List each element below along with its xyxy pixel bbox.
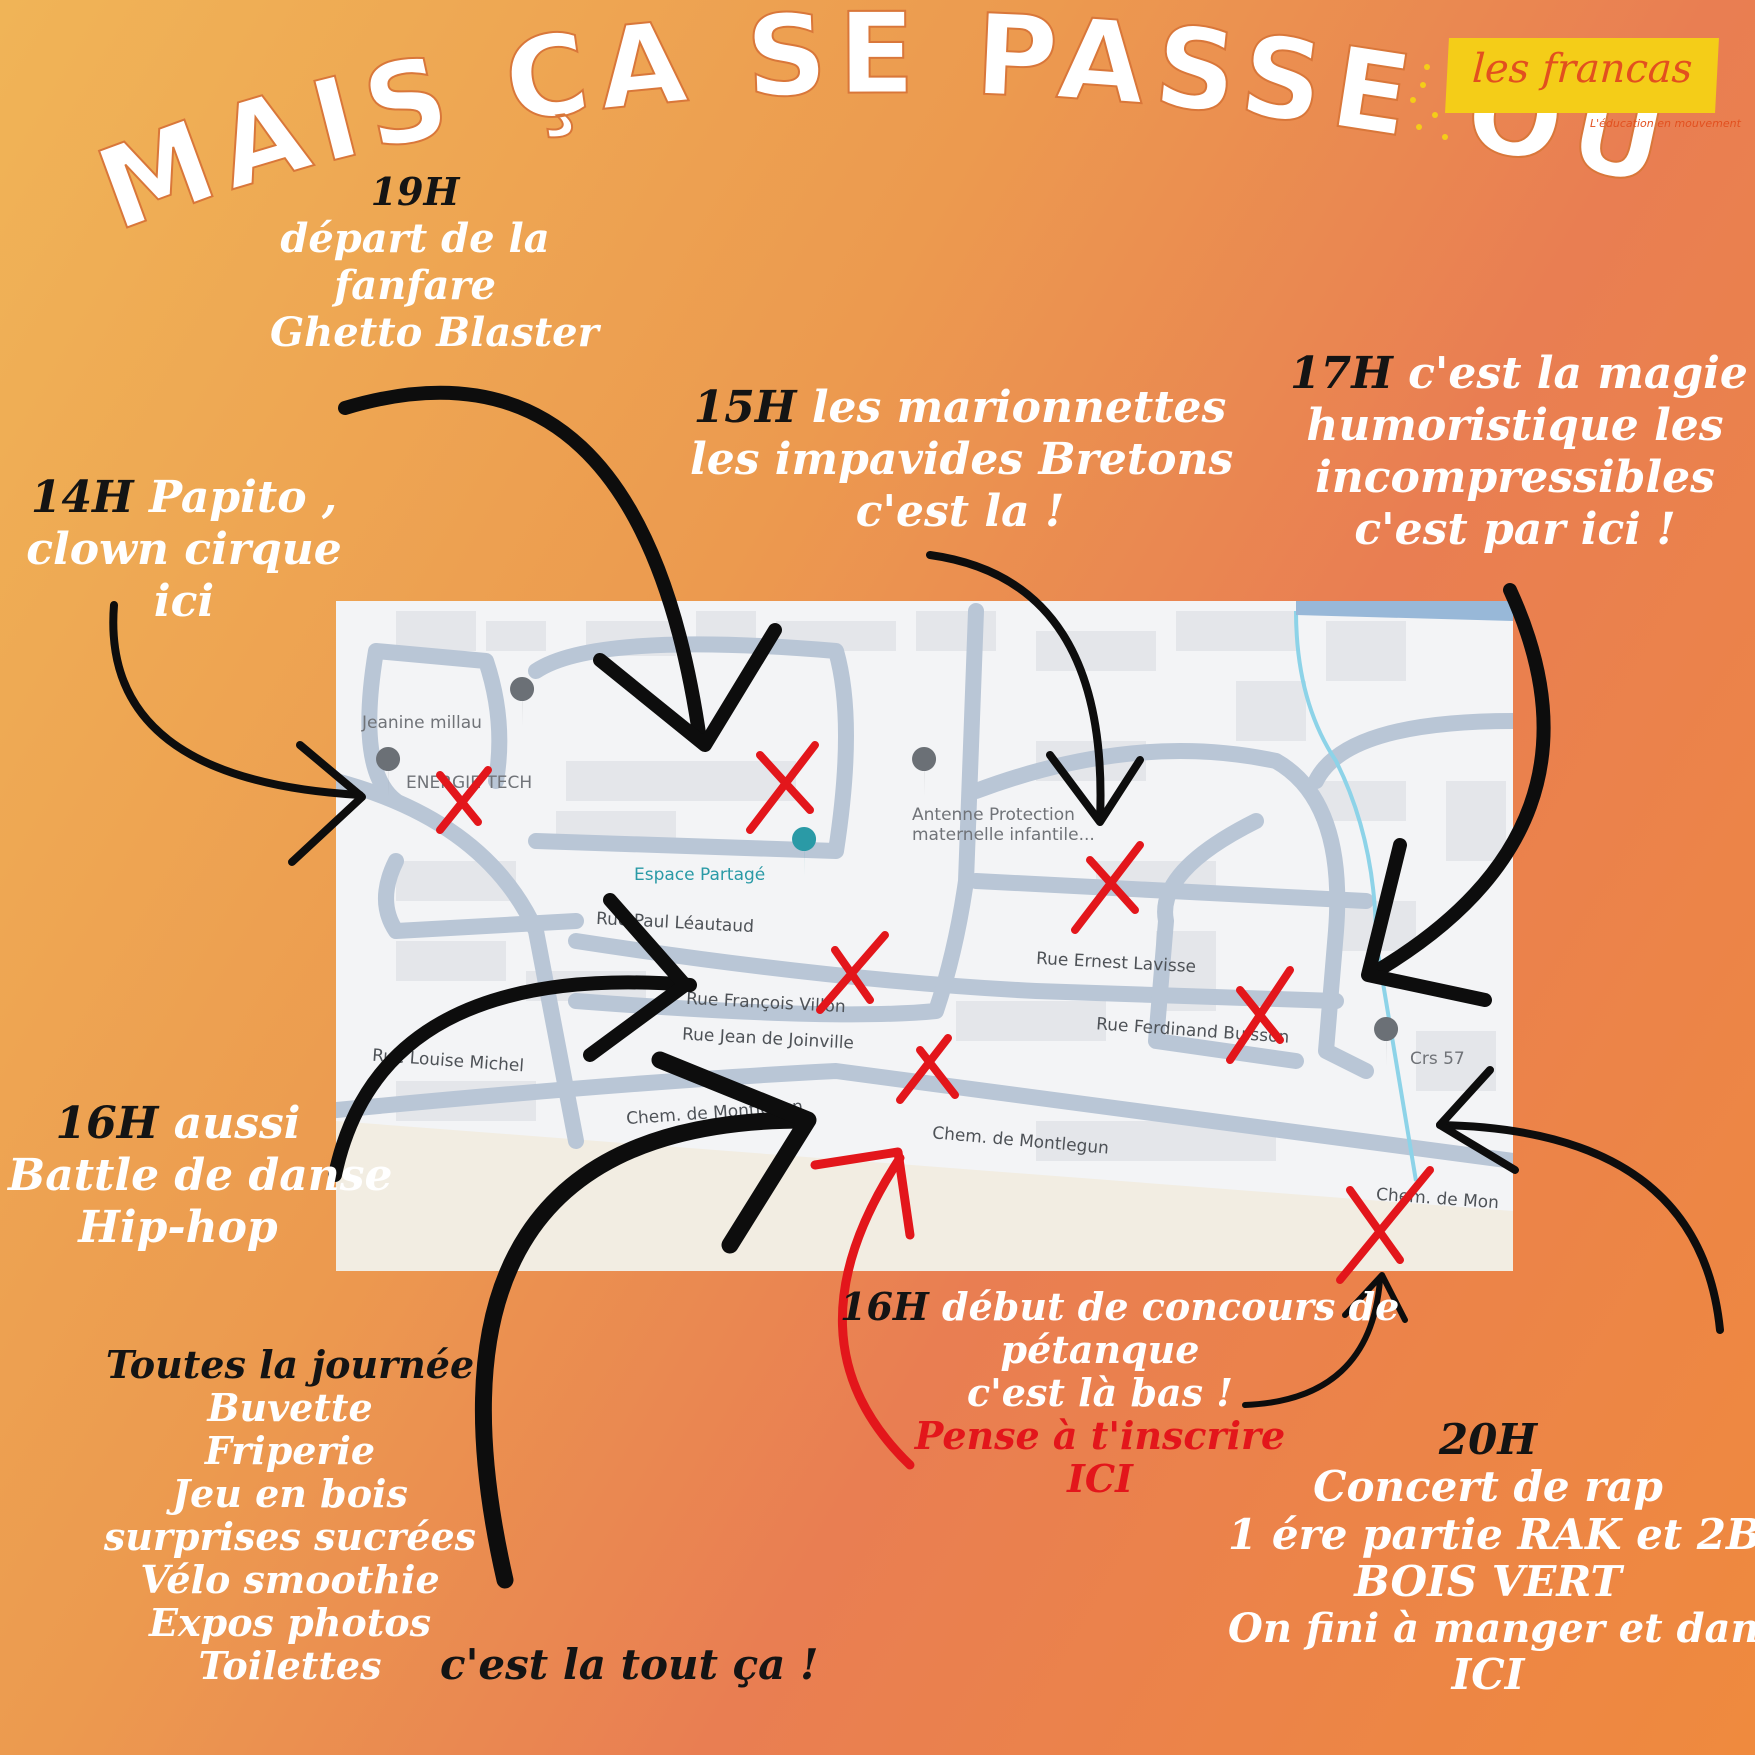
all-day-item: surprises sucrées [103,1513,477,1559]
logo-tagline: L'éducation en mouvement [1590,117,1741,130]
poi-label: maternelle infantile... [912,825,1095,845]
all-day-item: Expos photos [149,1599,431,1645]
annotation-14h: 14H Papito , clown cirque ici [24,472,344,628]
annotation-line: les impavides Bretons [690,433,1234,485]
annotation-line: c'est là bas ! [967,1369,1233,1415]
all-day-item: Toilettes [198,1642,382,1688]
time-label: 20H [1438,1415,1538,1464]
poi-label: Jeanine millau [362,713,482,733]
poi-label: Antenne Protection [912,805,1075,825]
red-arrow [810,1147,915,1470]
annotation-line: ici [153,575,215,627]
annotation-line: Concert de rap [1313,1462,1663,1512]
register-line: Pense à t'inscrire [914,1412,1286,1458]
time-label: 17H [1290,348,1393,399]
headline: MAIS ÇA SE PASSE OU ? [0,0,1725,257]
annotation-line: fanfare [334,262,496,310]
annotation-line: c'est la ! [855,485,1065,537]
annotation-line: aussi [173,1098,301,1149]
annotation-line: Ghetto Blaster [270,309,599,357]
annotation-line: On fini à manger et danser [1228,1604,1755,1652]
annotation-16h-petanque: 16H début de concours de pétanque c'est … [840,1284,1399,1501]
register-line: ICI [1067,1455,1133,1501]
annotation-17h: 17H c'est la magie humoristique les inco… [1290,348,1748,556]
annotation-15h: 15H les marionnettes les impavides Breto… [690,382,1234,538]
annotation-line: clown cirque [26,523,342,575]
annotation-line: c'est par ici ! [1354,503,1676,555]
time-label: 19H [370,169,460,214]
time-label: 15H [693,382,797,433]
all-day-item: Jeu en bois [172,1470,408,1516]
all-day-note: c'est la tout ça ! [440,1640,819,1689]
annotation-line: ICI [1451,1650,1525,1699]
annotation-line: début de concours de [942,1284,1400,1329]
annotation-line: c'est la magie [1408,348,1748,399]
x-marks [436,741,1434,1284]
annotation-20h: 20H Concert de rap 1 ére partie RAK et 2… [1228,1415,1755,1699]
poi-label: Crs 57 [1410,1049,1465,1069]
annotation-line: pétanque [1000,1326,1200,1372]
annotation-16h-battle: 16H aussi Battle de danse Hip-hop [8,1098,393,1254]
annotation-line: départ de la [280,214,550,262]
all-day-title: Toutes la journée [105,1342,475,1387]
all-day-item: Friperie [204,1427,376,1473]
annotation-line: incompressibles [1315,451,1715,503]
annotation-line: Papito , [148,472,338,523]
time-label: 14H [30,472,134,523]
time-label: 16H [55,1098,159,1149]
annotation-line: Battle de danse [8,1149,393,1201]
annotation-line: Hip-hop [78,1201,278,1253]
annotation-line: 1 ére partie RAK et 2BK [1228,1509,1755,1559]
annotation-19h: 19H départ de la fanfare Ghetto Blaster [270,169,599,357]
annotation-line: les marionnettes [811,382,1227,433]
time-label: 16H [840,1284,929,1329]
annotation-line: humoristique les [1306,399,1724,451]
all-day-item: Buvette [207,1384,373,1430]
poi-label: Espace Partagé [634,865,766,885]
annotation-line: BOIS VERT [1354,1557,1622,1607]
all-day-item: Vélo smoothie [140,1556,440,1602]
black-arrows [109,385,1724,1589]
annotation-all-day: Toutes la journée Buvette Friperie Jeu e… [100,1342,480,1688]
logo-sparkle-icon [1410,64,1448,140]
